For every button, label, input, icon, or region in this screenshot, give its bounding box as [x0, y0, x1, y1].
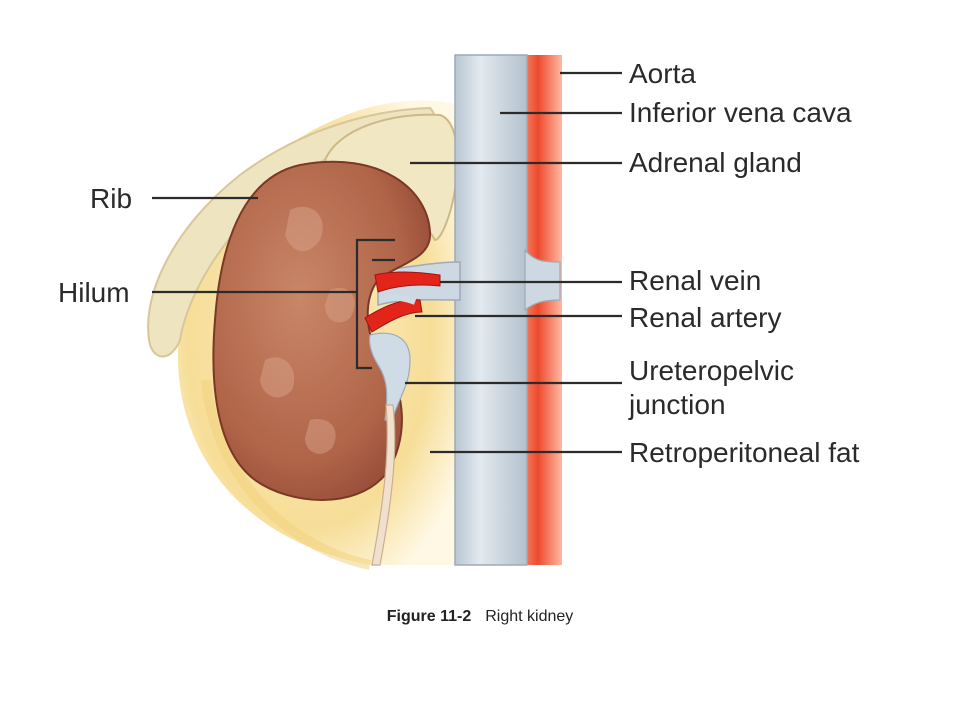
figure-caption: Figure 11-2 Right kidney — [0, 608, 960, 626]
ivc-shape — [454, 54, 528, 566]
kidney-highlights — [260, 206, 355, 454]
hilum-bracket — [355, 238, 395, 370]
leader-lines — [152, 71, 622, 454]
label-rib: Rib — [90, 183, 132, 214]
label-hilum: Hilum — [58, 277, 130, 308]
figure-number: Figure 11-2 — [386, 608, 472, 625]
label-upj-line2: junction — [628, 389, 726, 420]
label-aorta: Aorta — [629, 58, 696, 89]
renal-artery-shape — [374, 271, 441, 293]
label-renal-artery: Renal artery — [629, 302, 782, 333]
figure-title: Right kidney — [485, 608, 574, 625]
kidney-shape — [212, 160, 432, 501]
ureter-shape — [371, 404, 396, 566]
label-ivc: Inferior vena cava — [629, 97, 852, 128]
label-upj-line1: Ureteropelvic — [629, 355, 794, 386]
aorta-shape — [522, 55, 562, 565]
label-adrenal-gland: Adrenal gland — [629, 147, 802, 178]
label-retroperitoneal-fat: Retroperitoneal fat — [629, 437, 860, 468]
label-renal-vein: Renal vein — [629, 265, 761, 296]
